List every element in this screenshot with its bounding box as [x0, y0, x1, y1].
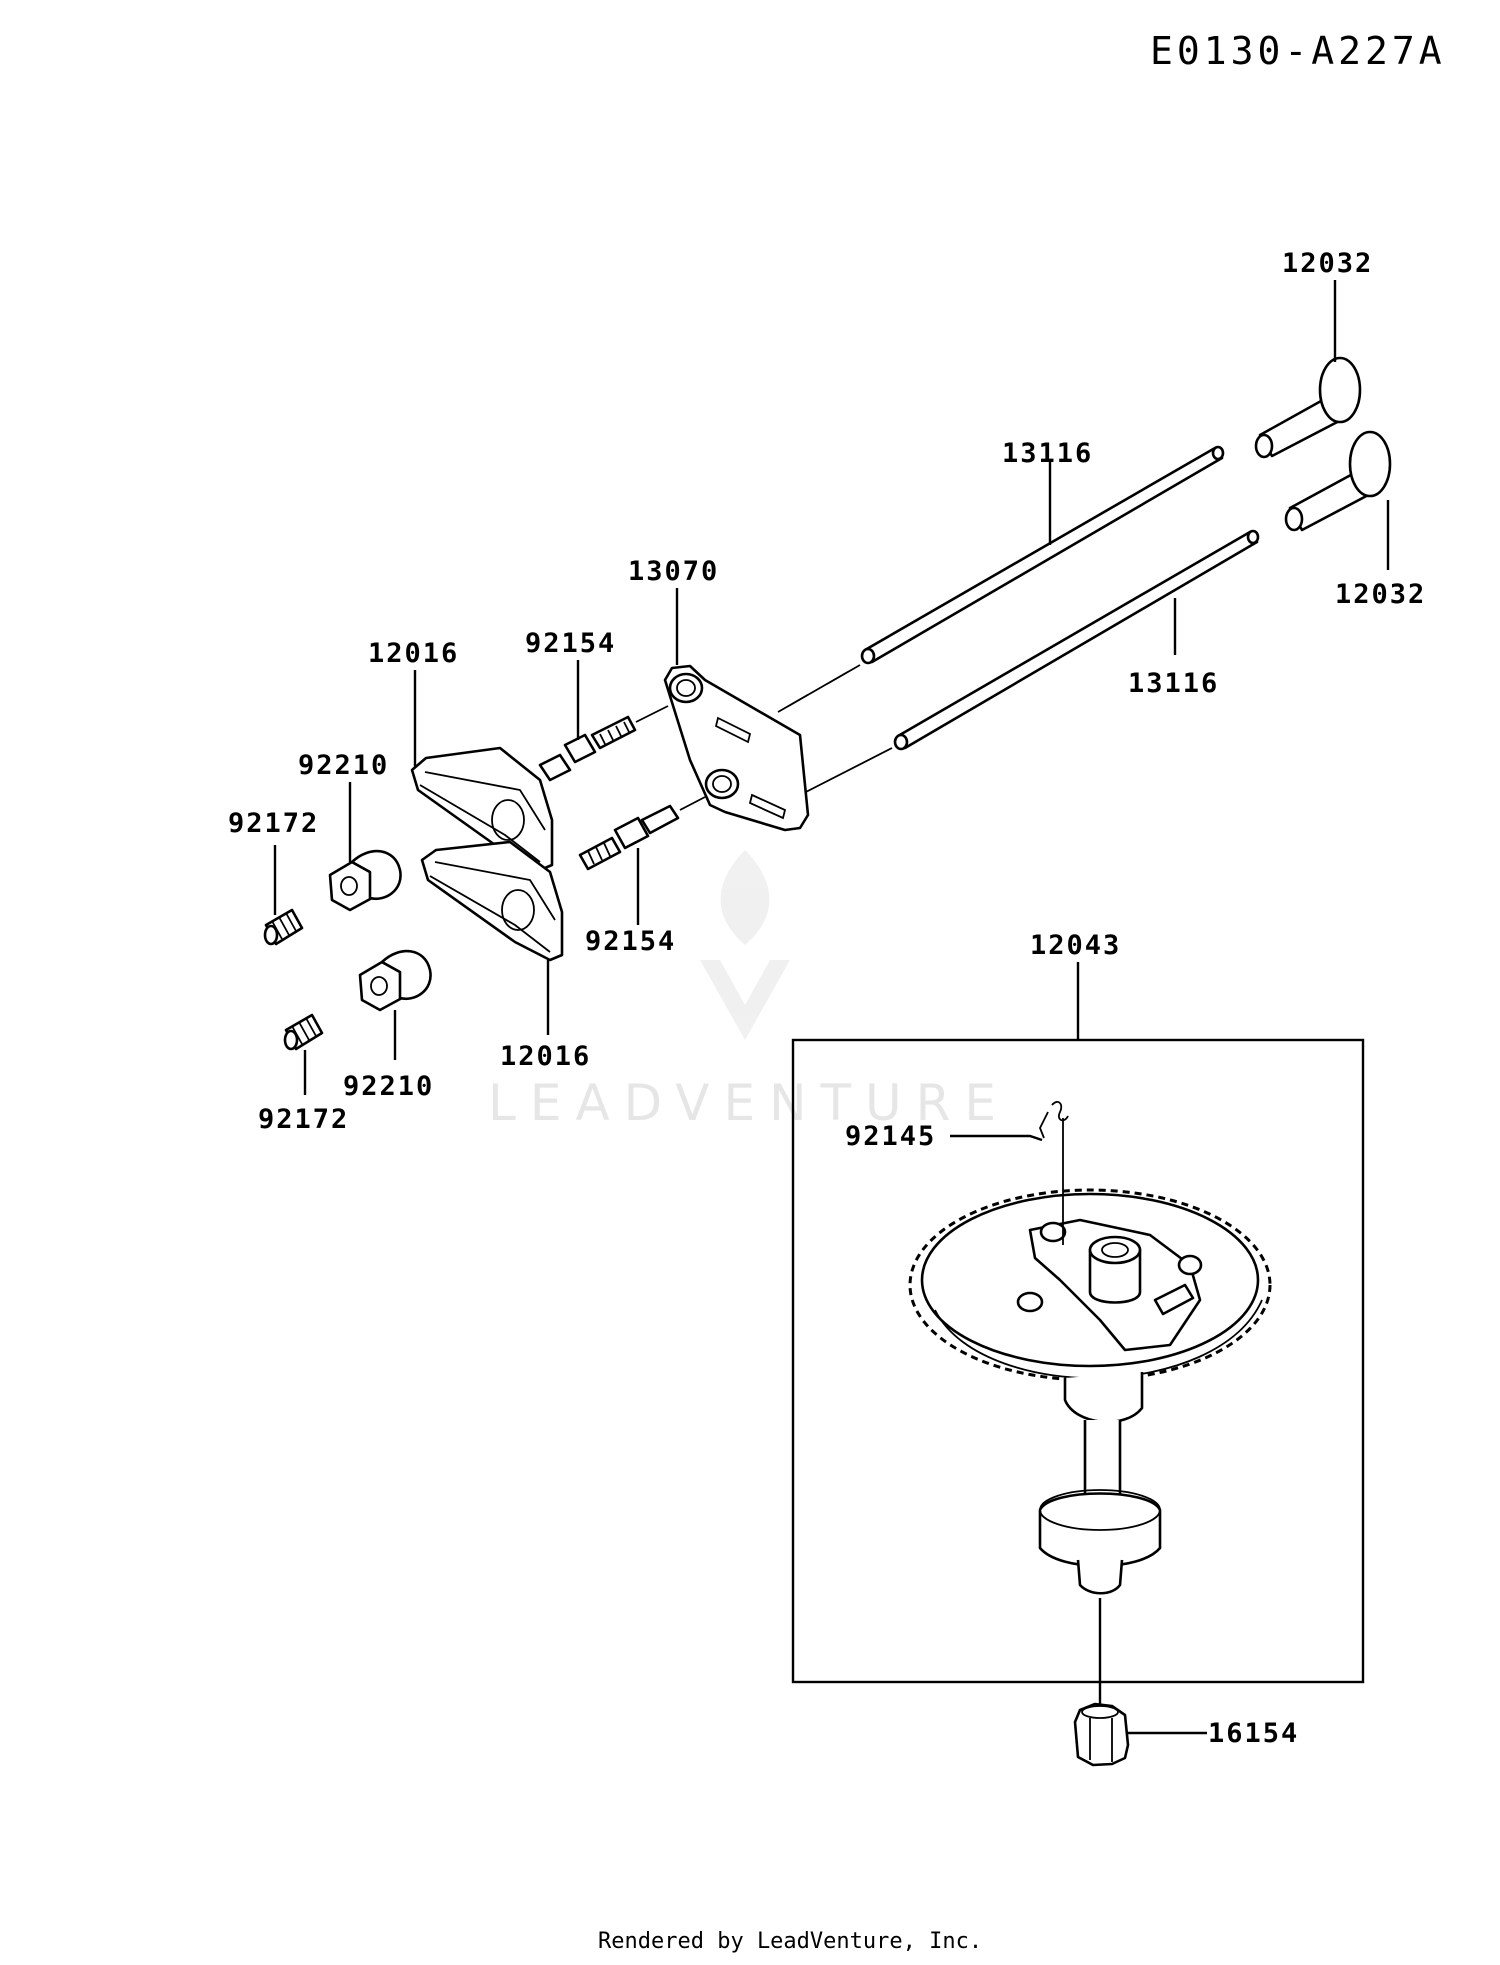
- rocker-arm-bottom: [420, 840, 564, 962]
- stud-bottom: [578, 804, 680, 871]
- watermark-logo: [700, 850, 790, 1040]
- label-92172-top[interactable]: 92172: [228, 808, 319, 839]
- label-92210-top[interactable]: 92210: [298, 750, 389, 781]
- label-92154-top[interactable]: 92154: [525, 628, 616, 659]
- pushrod-guide-bottom: [1284, 430, 1392, 532]
- label-12016-top[interactable]: 12016: [368, 638, 459, 669]
- set-screw-top: [263, 908, 304, 946]
- label-92210-bottom[interactable]: 92210: [343, 1071, 434, 1102]
- label-12043[interactable]: 12043: [1030, 930, 1121, 961]
- label-16154[interactable]: 16154: [1208, 1718, 1299, 1749]
- label-12016-bottom[interactable]: 12016: [500, 1041, 591, 1072]
- pivot-nut-top: [328, 849, 402, 912]
- label-92172-bottom[interactable]: 92172: [258, 1104, 349, 1135]
- watermark-text: LEADVENTURE: [488, 1074, 1010, 1132]
- plug: [1073, 1702, 1130, 1767]
- diagram-code: E0130-A227A: [1150, 29, 1446, 73]
- pushrod-guide-top: [1254, 356, 1362, 459]
- label-12032-top[interactable]: 12032: [1282, 248, 1373, 279]
- cam-gear: [908, 1188, 1272, 1382]
- label-13116-top[interactable]: 13116: [1002, 438, 1093, 469]
- rocker-plate: [663, 664, 810, 832]
- camshaft: [1038, 1372, 1162, 1595]
- spring: [1039, 1101, 1069, 1245]
- push-rod-top: [860, 445, 1225, 665]
- label-92154-bottom[interactable]: 92154: [585, 926, 676, 957]
- stud-top: [538, 715, 637, 782]
- label-92145[interactable]: 92145: [845, 1121, 936, 1152]
- pivot-nut-bottom: [358, 949, 432, 1012]
- set-screw-bottom: [283, 1013, 324, 1051]
- footer-credit: Rendered by LeadVenture, Inc.: [598, 1929, 982, 1954]
- label-12032-bottom[interactable]: 12032: [1335, 579, 1426, 610]
- label-13070[interactable]: 13070: [628, 556, 719, 587]
- push-rod-bottom: [893, 529, 1260, 751]
- label-13116-bottom[interactable]: 13116: [1128, 668, 1219, 699]
- rocker-arm-top: [410, 746, 554, 872]
